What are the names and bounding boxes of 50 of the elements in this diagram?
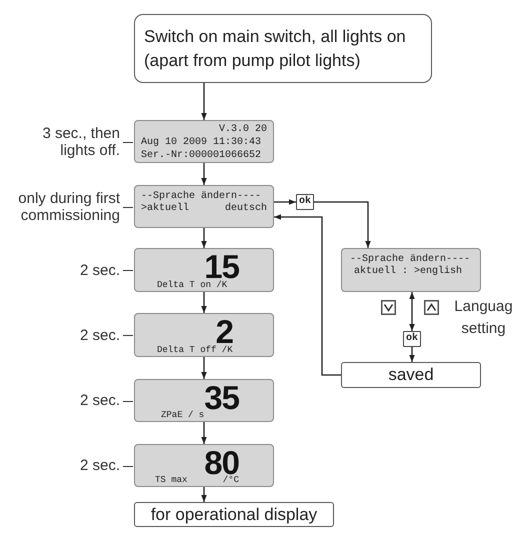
display-text: deutsch	[224, 203, 267, 214]
ok-key	[296, 194, 314, 210]
arrow	[201, 83, 207, 120]
lcd-display	[134, 379, 274, 422]
display-text: /°C	[222, 476, 239, 486]
arrow	[201, 292, 207, 313]
display-value: 35	[204, 381, 239, 414]
display-text: Ser.-Nr:000001066652	[141, 150, 262, 161]
arrow	[201, 163, 207, 185]
arrow	[274, 199, 296, 205]
step-box	[134, 502, 334, 527]
step-text: Switch on main switch, all lights on (apart from pump pilot lights)	[144, 26, 407, 72]
lcd-display	[134, 185, 274, 228]
ok-key	[403, 331, 421, 347]
step-text: saved	[388, 365, 434, 385]
side-note: 3 sec., then lights off.	[41, 124, 120, 158]
step-box	[134, 14, 432, 83]
lcd-display	[341, 248, 481, 292]
display-text: --Sprache ändern----	[141, 191, 262, 202]
display-text: TS max	[155, 476, 188, 486]
display-text: V.3.0 20	[218, 124, 267, 135]
display-text: Delta T on /K	[157, 281, 228, 291]
lcd-display	[134, 248, 274, 292]
side-note: 2 sec.	[80, 326, 120, 344]
arrow	[201, 487, 207, 502]
display-text: ZPaE / s	[161, 411, 204, 421]
display-text: Aug 10 2009 11:30:43	[141, 137, 262, 148]
lcd-display	[134, 313, 274, 357]
arrow	[201, 357, 207, 379]
arrow	[314, 201, 371, 248]
display-text: Delta T off /K	[157, 346, 233, 356]
side-note: 2 sec.	[80, 392, 120, 409]
arrow	[201, 228, 207, 248]
side-note: 2 sec.	[80, 457, 120, 474]
arrow	[409, 347, 415, 362]
key-label: ok	[406, 334, 418, 344]
display-text: aktuell : >english	[354, 266, 462, 277]
arrow	[274, 214, 341, 376]
side-note: only during first commissioning	[17, 190, 120, 224]
side-note: 2 sec.	[80, 262, 120, 278]
lcd-display	[134, 444, 274, 487]
side-label: Languag setting	[453, 297, 514, 339]
lcd-display	[134, 120, 274, 163]
step-text: for operational display	[150, 504, 318, 524]
arrow	[201, 422, 207, 444]
display-text: --Sprache ändern----	[350, 254, 470, 265]
key-label: ok	[298, 197, 311, 207]
step-box	[341, 362, 481, 388]
display-text: >aktuell	[141, 203, 190, 214]
arrow	[409, 292, 415, 331]
